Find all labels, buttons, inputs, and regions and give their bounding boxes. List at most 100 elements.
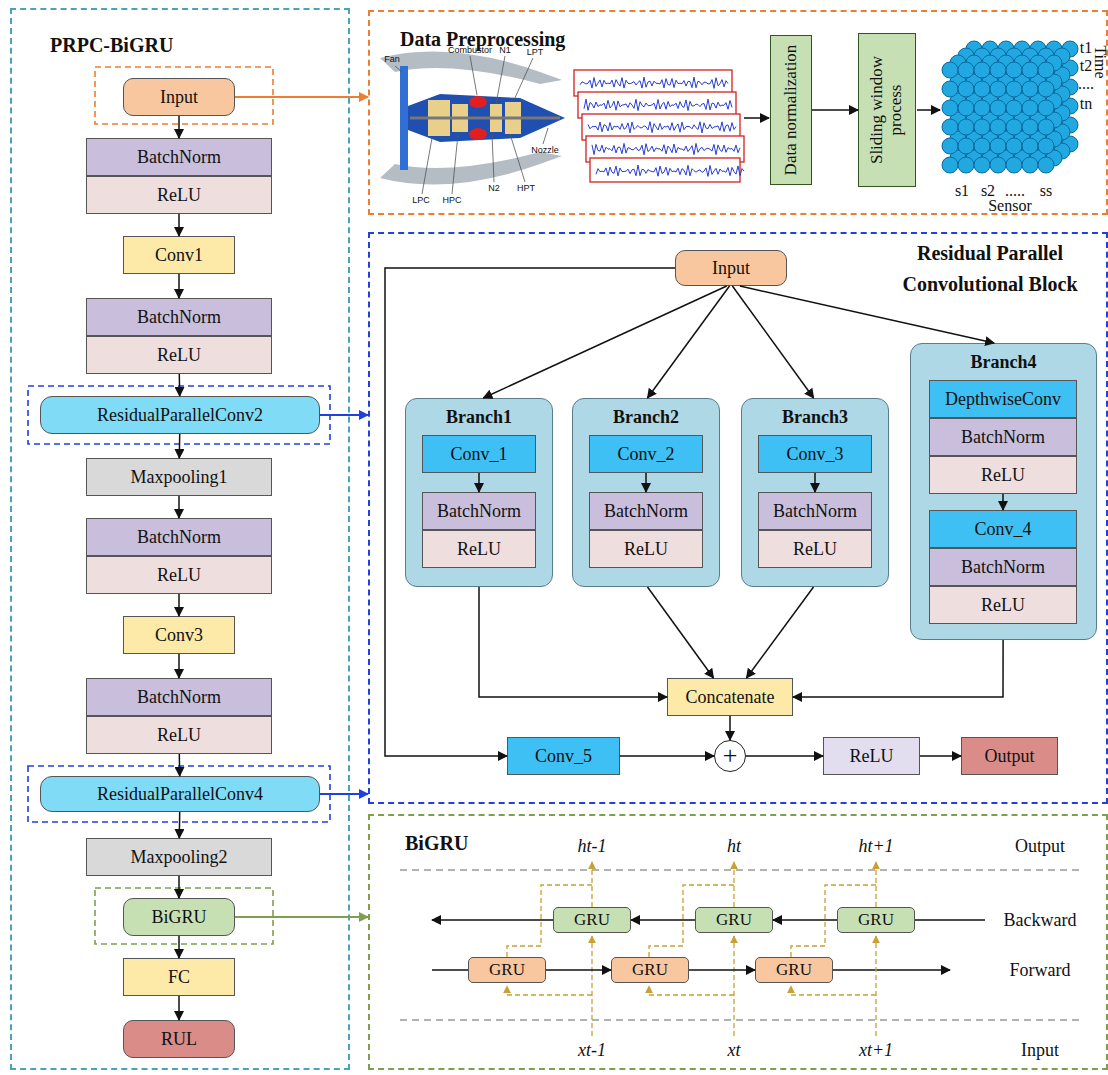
tensor-cube (1038, 62, 1054, 78)
label-text: t1 (1080, 39, 1092, 57)
tensor-cube (942, 41, 1078, 173)
highlight-frame (28, 766, 330, 822)
layer-box: GRU (755, 957, 833, 983)
box-label: BiGRU (151, 907, 206, 928)
layer-box: ReLU (589, 530, 703, 568)
state-flow (875, 936, 876, 1036)
panel-title: BiGRU (405, 828, 468, 859)
layer-box: BatchNorm (929, 418, 1077, 456)
tensor-cube (1006, 119, 1022, 135)
tensor-cube (1022, 100, 1038, 116)
panel-frame: Data PreprocessingData normalizationSlid… (368, 10, 1108, 215)
layer-box: ReLU (422, 530, 536, 568)
layer-box: Conv_2 (589, 435, 703, 473)
engine-drawing (408, 94, 565, 142)
time-line (915, 919, 985, 921)
label-text: HPC (442, 195, 461, 205)
connector (920, 755, 961, 757)
panel-frame: Residual Parallel Convolutional BlockInp… (368, 232, 1108, 804)
connector (793, 640, 1003, 697)
tensor-cube (974, 157, 990, 173)
connector (178, 214, 180, 236)
connector (812, 109, 858, 111)
box-label: ReLU (157, 725, 201, 746)
connector (479, 587, 667, 697)
tensor-cube (1022, 62, 1038, 78)
box-label: Concatenate (686, 687, 775, 708)
tensor-cube (942, 119, 958, 135)
box-label: BatchNorm (773, 501, 857, 522)
label-text: ht-1 (578, 836, 607, 857)
layer-box: Conv_3 (758, 435, 872, 473)
layer-box: ReLU (758, 530, 872, 568)
engine-drawing (514, 58, 533, 100)
box-label: GRU (632, 960, 668, 980)
tensor-cube (990, 157, 1006, 173)
panel-title: Branch2 (573, 407, 719, 428)
box-label: BatchNorm (137, 307, 221, 328)
tensor-cube (1006, 100, 1022, 116)
tensor-cube (1006, 81, 1022, 97)
layer-box: GRU (553, 907, 631, 933)
layer-box: ReLU (929, 456, 1077, 494)
layer-box: BatchNorm (422, 492, 536, 530)
layer-box: BatchNorm (758, 492, 872, 530)
connector (179, 754, 181, 776)
connector (178, 996, 180, 1020)
branch-box: Branch4DepthwiseConvBatchNormReLUConv_4B… (910, 343, 1097, 640)
state-flow (875, 862, 876, 907)
layer-box: Maxpooling2 (86, 838, 272, 876)
connector (178, 496, 180, 518)
tensor-cube (974, 62, 990, 78)
box-label: ReLU (157, 345, 201, 366)
box-label: ReLU (457, 539, 501, 560)
tensor-cube (942, 138, 958, 154)
tensor-cube (1038, 138, 1054, 154)
time-line (833, 969, 950, 971)
panel-title: Branch3 (742, 407, 888, 428)
signal-stack (574, 70, 744, 182)
engine-drawing (410, 117, 560, 120)
tensor-cube (1006, 62, 1022, 78)
connector (773, 919, 837, 921)
tensor-cube (990, 138, 1006, 154)
box-label: ResidualParallelConv2 (97, 405, 263, 426)
box-label: Maxpooling2 (131, 847, 228, 868)
label-text: ss (1040, 182, 1052, 200)
layer-box: Input (675, 250, 787, 286)
tensor-cube (990, 62, 1006, 78)
connector (178, 654, 180, 678)
box-label: ReLU (981, 595, 1025, 616)
time-line (432, 969, 468, 971)
label-text: tn (1080, 95, 1092, 113)
label-text: s1 (955, 182, 969, 200)
highlight-frame (95, 67, 273, 124)
divider-line (400, 1019, 1080, 1020)
engine-drawing (422, 138, 432, 194)
engine-drawing (452, 134, 458, 194)
tensor-cube (1022, 138, 1038, 154)
box-label: + (723, 743, 738, 769)
tensor-cube (942, 157, 958, 173)
box-label: GRU (489, 960, 525, 980)
tensor-cube (942, 81, 958, 97)
box-label: Conv3 (155, 625, 203, 646)
time-line (432, 919, 553, 921)
box-label: BatchNorm (961, 557, 1045, 578)
layer-box: ReLU (86, 176, 272, 214)
box-label: FC (168, 967, 190, 988)
connector (729, 716, 731, 740)
signal-trace (580, 77, 728, 88)
box-label: Sliding window process (868, 38, 905, 182)
label-text: xt+1 (859, 1040, 893, 1061)
branch-box: Branch1Conv_1BatchNormReLU (405, 398, 553, 587)
layer-box: DepthwiseConv (929, 380, 1077, 418)
engine-drawing (496, 56, 505, 104)
connector (178, 936, 180, 958)
box-label: Maxpooling1 (131, 467, 228, 488)
panel-title: Branch1 (406, 407, 552, 428)
box-label: Input (712, 258, 750, 279)
tensor-cube (958, 62, 974, 78)
divider-line (400, 870, 1080, 1020)
engine-drawing (380, 52, 565, 194)
